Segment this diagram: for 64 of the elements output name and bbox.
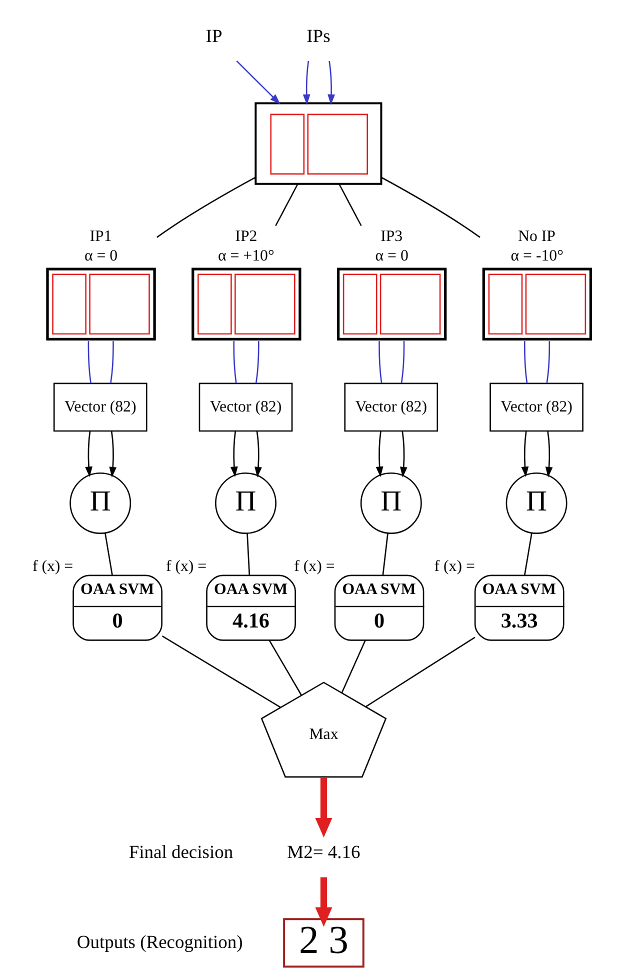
- node-box: Vector (82): [198, 382, 293, 432]
- node-label: α = 0: [84, 248, 118, 265]
- arrow: [376, 431, 384, 478]
- connector: [378, 341, 382, 384]
- label: Outputs (Recognition): [76, 932, 243, 953]
- arrow: [521, 431, 529, 478]
- node-label: f (x) =: [32, 558, 74, 575]
- arrow: [254, 431, 262, 478]
- node-label: IP1: [90, 228, 112, 245]
- node-label: No IP: [518, 228, 556, 245]
- connector: [524, 341, 528, 384]
- node-label: IP2: [235, 228, 258, 245]
- arrow: [85, 431, 92, 478]
- connector: [156, 176, 256, 238]
- node-text: IP: [206, 27, 222, 48]
- connector: [246, 533, 250, 576]
- node-label: α = 0: [375, 248, 408, 265]
- arrow: [302, 60, 310, 105]
- arrow: [328, 60, 336, 105]
- connector: [88, 341, 92, 384]
- node-circle: Π: [506, 472, 568, 534]
- connector: [268, 640, 302, 696]
- picture: [192, 268, 302, 340]
- node-box: Vector (82): [344, 382, 438, 432]
- node-label: IP3: [380, 228, 403, 245]
- connector: [341, 640, 366, 693]
- connector: [233, 341, 237, 384]
- arrow: [315, 877, 332, 927]
- connector: [104, 532, 113, 576]
- node-circle: Π: [360, 472, 422, 534]
- connector: [110, 341, 114, 384]
- node-box: Vector (82): [53, 382, 148, 432]
- connector: [381, 176, 480, 238]
- picture: [254, 102, 382, 185]
- picture: [482, 268, 592, 340]
- arrow: [315, 777, 332, 838]
- node-circle: Π: [70, 472, 132, 534]
- node-box: Vector (82): [490, 382, 584, 432]
- node-text: M2= 4.16: [287, 842, 360, 863]
- connector: [524, 532, 532, 576]
- arrow: [109, 431, 117, 478]
- arrow: [545, 431, 553, 478]
- connector: [546, 341, 550, 384]
- picture: [46, 268, 156, 340]
- arrow: [400, 431, 408, 478]
- node-label: α = -10°: [510, 248, 564, 265]
- node-label: f (x) =: [434, 558, 475, 575]
- connector: [365, 636, 476, 708]
- node-label: α = +10°: [218, 248, 274, 265]
- connector: [338, 184, 362, 226]
- connector: [255, 341, 260, 384]
- picture: [336, 268, 447, 340]
- connector: [400, 341, 405, 384]
- node-label: f (x) =: [166, 558, 207, 575]
- arrow: [236, 60, 280, 104]
- node-text: IPs: [306, 27, 330, 48]
- arrow: [230, 431, 238, 478]
- node-label: f (x) =: [294, 558, 335, 575]
- connector: [275, 184, 298, 226]
- node-box: 2 3: [283, 918, 364, 968]
- node-circle: Π: [215, 472, 276, 534]
- connector: [382, 533, 388, 576]
- connector: [162, 636, 281, 708]
- label: Final decision: [128, 842, 234, 863]
